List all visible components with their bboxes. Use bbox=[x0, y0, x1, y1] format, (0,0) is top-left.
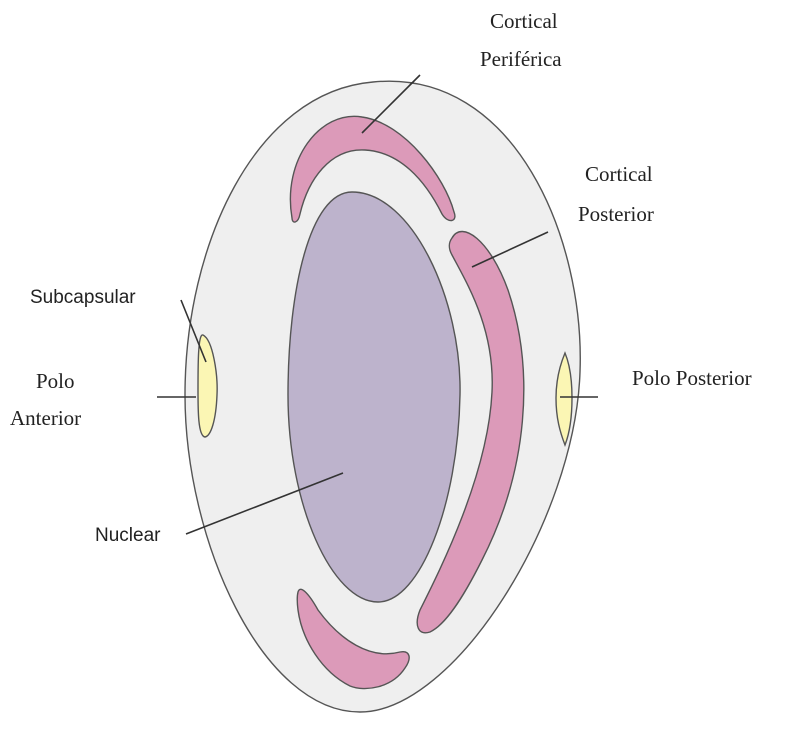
label-polo-posterior: Polo Posterior bbox=[632, 366, 752, 390]
label-cortical-periferica-line2: Periférica bbox=[480, 47, 562, 71]
label-polo-anterior-line1: Polo bbox=[36, 369, 75, 393]
label-nuclear: Nuclear bbox=[95, 525, 161, 546]
label-cortical-posterior-line2: Posterior bbox=[578, 202, 654, 226]
label-polo-anterior-line2: Anterior bbox=[10, 406, 81, 430]
label-cortical-posterior-line1: Cortical bbox=[585, 162, 653, 186]
label-subcapsular: Subcapsular bbox=[30, 287, 136, 308]
label-cortical-periferica-line1: Cortical bbox=[490, 9, 558, 33]
